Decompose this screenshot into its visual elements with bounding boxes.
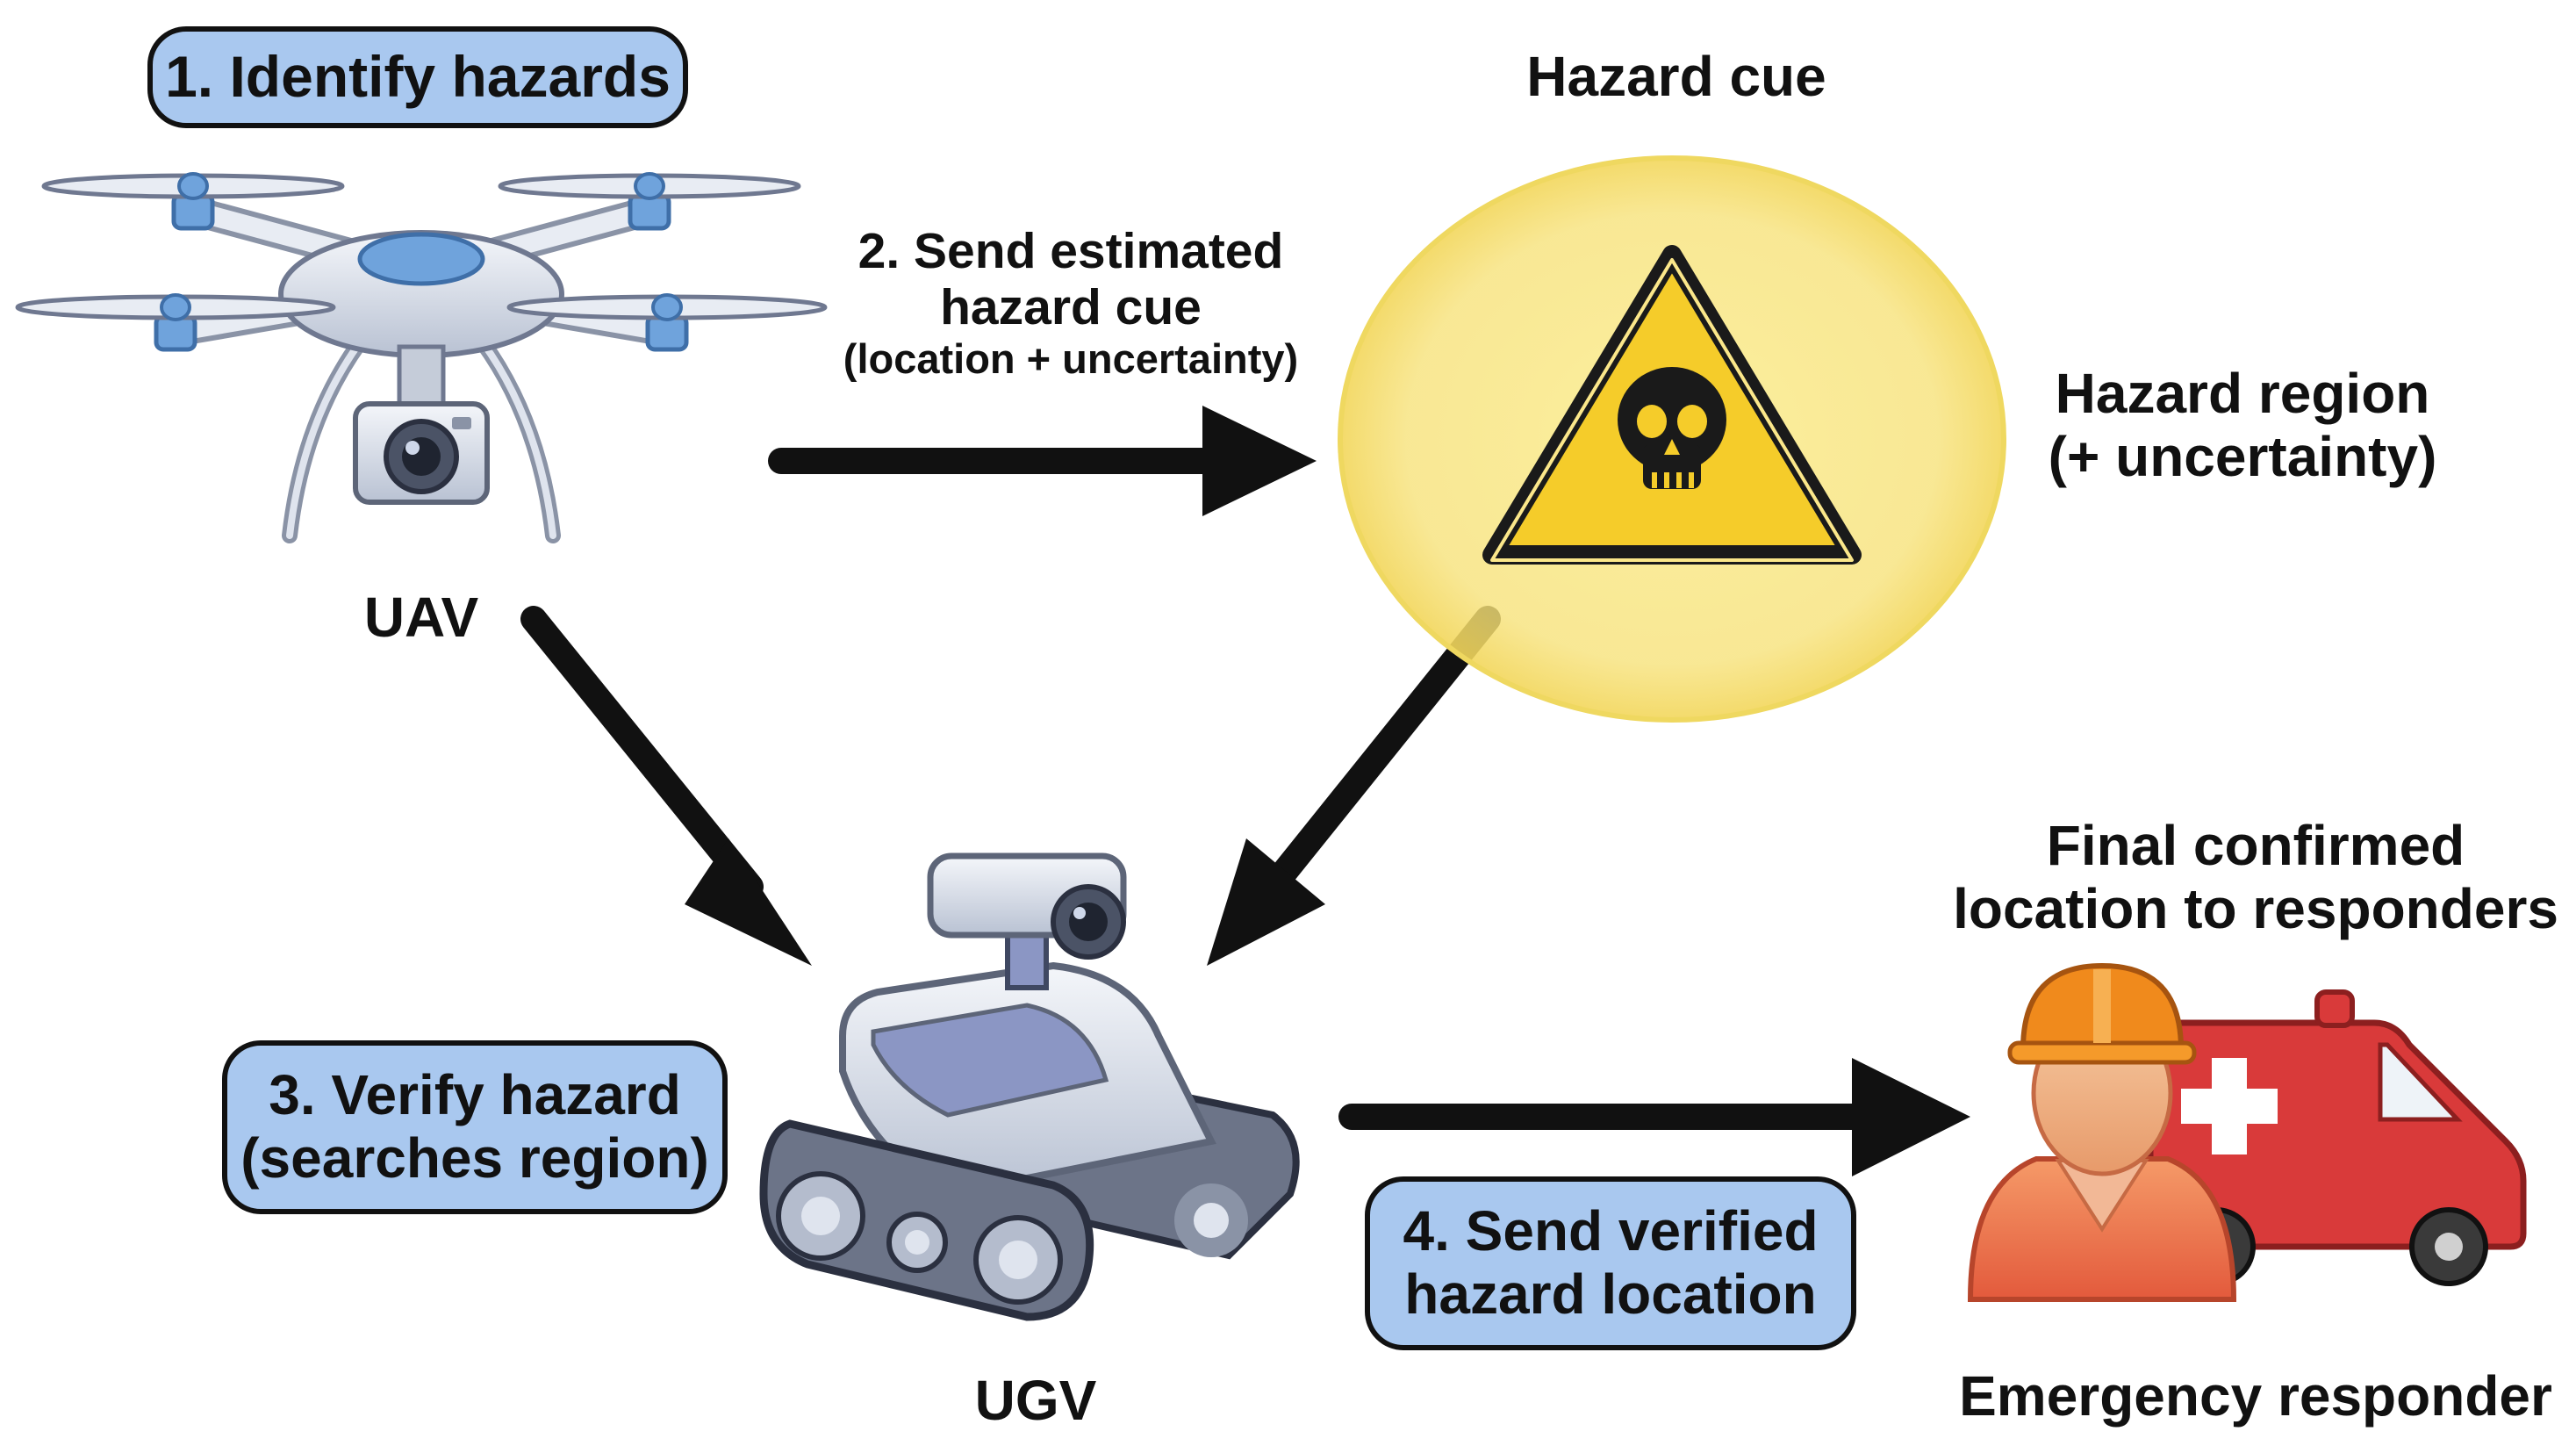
arrow-uav-to-ugv — [534, 619, 812, 966]
hazard-cue-label: Hazard cue — [1475, 46, 1878, 109]
emergency-responder-label: Emergency responder — [1948, 1365, 2563, 1428]
hazard-region-line1: Hazard region — [2010, 363, 2475, 426]
step2-line1: 2. Send estimated — [816, 224, 1325, 280]
step2-send-hazard-cue: 2. Send estimated hazard cue (location +… — [816, 224, 1325, 382]
step3-line2: (searches region) — [240, 1127, 709, 1190]
step4-line1: 4. Send verified — [1403, 1200, 1818, 1263]
final-line2: location to responders — [1948, 878, 2563, 941]
hazard-region-line2: (+ uncertainty) — [2010, 426, 2475, 489]
final-line1: Final confirmed — [1948, 815, 2563, 878]
final-location-label: Final confirmed location to responders — [1948, 815, 2563, 940]
arrow-uav-to-hazard — [781, 406, 1317, 516]
step1-identify-hazards: 1. Identify hazards — [147, 26, 688, 128]
step3-line1: 3. Verify hazard — [269, 1064, 681, 1127]
arrow-ugv-to-responder — [1352, 1058, 1970, 1176]
step2-line3: (location + uncertainty) — [816, 336, 1325, 383]
drone-icon — [18, 174, 825, 536]
ugv-label: UGV — [948, 1370, 1123, 1433]
hazard-region-label: Hazard region (+ uncertainty) — [2010, 363, 2475, 488]
arrow-hazard-to-ugv — [1207, 619, 1488, 966]
step2-line2: hazard cue — [816, 280, 1325, 336]
uav-label: UAV — [334, 586, 509, 650]
step4-send-verified-location: 4. Send verified hazard location — [1365, 1176, 1856, 1350]
step1-label: 1. Identify hazards — [165, 45, 671, 110]
tracked-robot-icon — [764, 856, 1296, 1317]
step4-line2: hazard location — [1404, 1263, 1816, 1327]
step3-verify-hazard: 3. Verify hazard (searches region) — [222, 1040, 728, 1214]
